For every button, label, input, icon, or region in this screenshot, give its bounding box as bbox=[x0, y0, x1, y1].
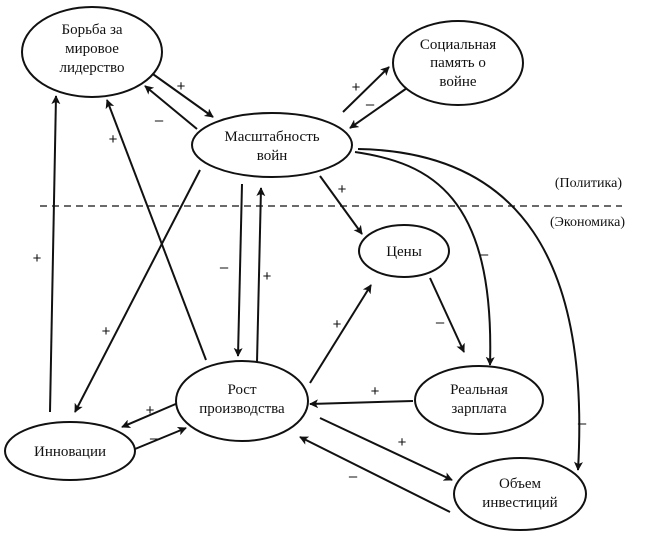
edge-wage-to-production bbox=[309, 399, 414, 409]
svg-text:Борьба за: Борьба за bbox=[61, 22, 122, 38]
edge-war-to-wage bbox=[354, 151, 495, 366]
svg-text:Социальная: Социальная bbox=[420, 37, 496, 53]
sign-war-to-production: – bbox=[220, 259, 229, 276]
edge-war-to-production bbox=[233, 183, 243, 357]
sign-production-to-innovation: + bbox=[146, 402, 155, 419]
edge-production-to-investment bbox=[319, 417, 453, 481]
edge-production-to-war bbox=[256, 187, 266, 363]
sign-war-to-prices: + bbox=[338, 181, 347, 198]
region-label-economy: (Экономика) bbox=[550, 215, 625, 230]
sign-investment-to-production: – bbox=[349, 468, 358, 485]
edge-production-to-innovation bbox=[121, 402, 179, 428]
sign-production-to-leadership: + bbox=[109, 131, 118, 148]
edge-innovation-to-leadership bbox=[49, 95, 61, 413]
node-leadership: Борьба за мировое лидерство bbox=[21, 6, 163, 98]
svg-text:память о: память о bbox=[430, 55, 486, 71]
sign-innovation-to-leadership: + bbox=[33, 250, 42, 267]
node-innovation: Инновации bbox=[4, 421, 136, 481]
svg-text:Масштабность: Масштабность bbox=[224, 129, 319, 145]
svg-text:войне: войне bbox=[439, 74, 477, 90]
svg-text:производства: производства bbox=[199, 401, 285, 417]
edge-production-to-prices bbox=[309, 284, 372, 384]
edge-war-to-leadership bbox=[144, 85, 198, 130]
sign-production-to-war: + bbox=[263, 268, 272, 285]
sign-production-to-investment: + bbox=[398, 434, 407, 451]
svg-text:лидерство: лидерство bbox=[60, 60, 125, 76]
edge-prices-to-wage bbox=[429, 277, 465, 353]
edge-signs: + – + – + – – – + + + + + – + + – + – bbox=[33, 78, 587, 485]
edge-war-to-investment bbox=[357, 148, 583, 471]
sign-war-to-innovation: + bbox=[102, 323, 111, 340]
sign-wage-to-production: + bbox=[371, 383, 380, 400]
svg-text:Объем: Объем bbox=[499, 476, 542, 492]
edge-war-to-memory bbox=[342, 66, 390, 113]
edges bbox=[49, 66, 583, 513]
sign-leadership-to-war: + bbox=[177, 78, 186, 95]
svg-text:мировое: мировое bbox=[65, 41, 119, 57]
svg-text:инвестиций: инвестиций bbox=[482, 495, 557, 511]
node-real-wage: Реальная зарплата bbox=[414, 365, 544, 435]
edge-war-to-prices bbox=[319, 175, 363, 235]
sign-memory-to-war: – bbox=[366, 96, 375, 113]
edge-innovation-to-production bbox=[134, 426, 187, 450]
sign-war-to-memory: + bbox=[352, 79, 361, 96]
edge-investment-to-production bbox=[299, 436, 451, 513]
sign-war-to-investment: – bbox=[578, 415, 587, 432]
sign-innovation-to-production: – bbox=[150, 430, 159, 447]
region-label-politics: (Политика) bbox=[555, 176, 622, 191]
edge-production-to-leadership bbox=[105, 99, 207, 361]
edge-leadership-to-war bbox=[149, 71, 214, 118]
edge-war-to-innovation bbox=[74, 169, 201, 413]
svg-text:Цены: Цены bbox=[386, 244, 422, 260]
sign-war-to-leadership: – bbox=[155, 112, 164, 129]
svg-text:Рост: Рост bbox=[227, 382, 257, 398]
svg-text:Инновации: Инновации bbox=[34, 444, 106, 460]
node-investment: Объем инвестиций bbox=[453, 457, 587, 531]
sign-war-to-wage: – bbox=[480, 246, 489, 263]
node-war-scale: Масштабность войн bbox=[191, 112, 353, 178]
node-prices: Цены bbox=[358, 224, 450, 278]
node-production: Рост производства bbox=[175, 360, 309, 442]
svg-text:зарплата: зарплата bbox=[451, 401, 507, 417]
sign-production-to-prices: + bbox=[333, 316, 342, 333]
node-memory: Социальная память о войне bbox=[392, 20, 524, 106]
svg-text:Реальная: Реальная bbox=[450, 382, 508, 398]
svg-text:войн: войн bbox=[257, 148, 288, 164]
sign-prices-to-wage: – bbox=[436, 314, 445, 331]
edge-memory-to-war bbox=[349, 87, 408, 129]
